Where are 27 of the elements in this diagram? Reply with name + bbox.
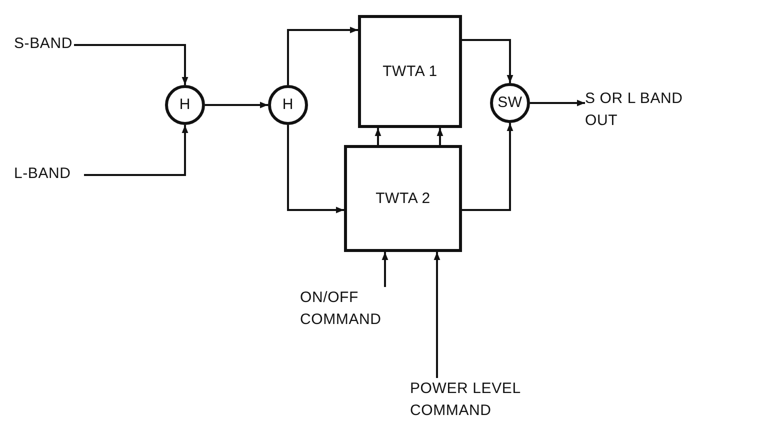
- arrow: [382, 252, 388, 287]
- signal-label: [165, 85, 205, 125]
- signal-label: S OR L BAND OUT: [585, 89, 684, 131]
- arrow: [205, 102, 268, 108]
- signal-label: L-BAND: [14, 164, 71, 184]
- circle-block: [344, 145, 462, 252]
- arrow: [462, 123, 514, 211]
- block-label: TWTA 2: [376, 188, 430, 209]
- arrow: [434, 252, 440, 378]
- arrow: [287, 26, 358, 85]
- block-label: H: [282, 95, 294, 116]
- arrow: [374, 128, 382, 145]
- arrow: [74, 44, 188, 85]
- block-label: TWTA 1: [382, 62, 438, 82]
- signal-label: S-BAND: [14, 34, 72, 54]
- signal-label: POWER LEVEL COMMAND: [410, 379, 522, 421]
- arrow: [84, 125, 188, 176]
- arrow: [287, 125, 344, 214]
- signal-label: ON/OFF COMMAND: [300, 288, 382, 330]
- circle-block: [358, 15, 462, 128]
- signal-label: [268, 85, 308, 125]
- block-label: H: [179, 95, 191, 116]
- amplifier-box: [490, 83, 530, 123]
- arrow: [436, 128, 444, 145]
- arrow: [462, 39, 514, 83]
- block-label: SW: [498, 93, 522, 114]
- arrow: [530, 100, 585, 106]
